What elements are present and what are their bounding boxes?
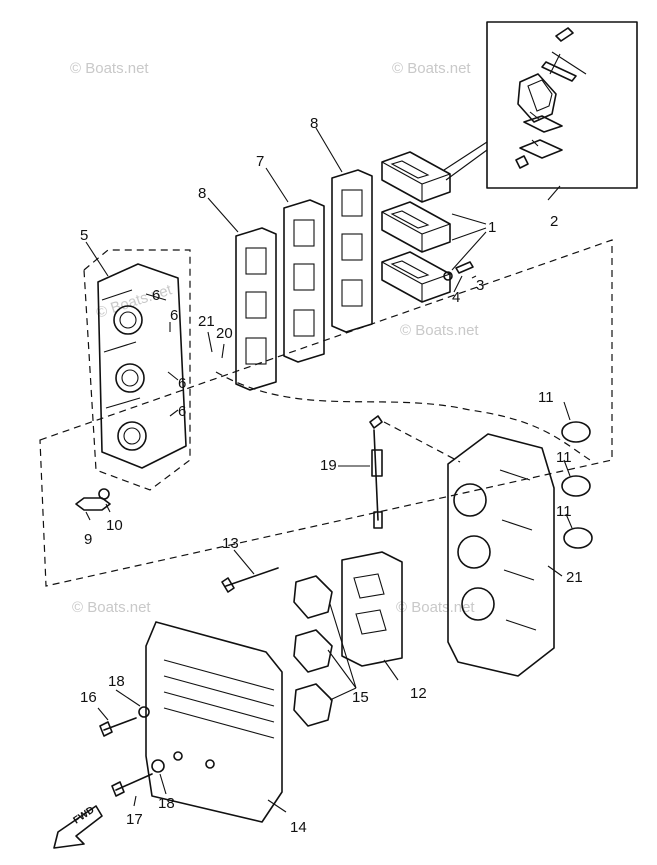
callout-11a: 11 bbox=[538, 389, 554, 406]
callout-18b: 18 bbox=[158, 795, 175, 812]
watermarks: © Boats.net © Boats.net © Boats.net © Bo… bbox=[70, 60, 479, 616]
callout-6d: 6 bbox=[178, 403, 186, 420]
callout-19: 19 bbox=[320, 457, 337, 474]
callout-7: 7 bbox=[256, 153, 264, 170]
callout-13: 13 bbox=[222, 535, 239, 552]
watermark: © Boats.net bbox=[72, 599, 151, 616]
callout-6a: 6 bbox=[152, 287, 160, 304]
exhaust-cover bbox=[145, 621, 283, 823]
screw-and-washer bbox=[443, 261, 474, 281]
callout-11b: 11 bbox=[556, 449, 572, 466]
leader-lines bbox=[85, 127, 573, 813]
exhaust-cover-plate bbox=[447, 433, 555, 677]
callout-12: 12 bbox=[410, 685, 427, 702]
o-rings bbox=[561, 421, 593, 549]
callout-11c: 11 bbox=[556, 503, 572, 520]
callout-8b: 8 bbox=[310, 115, 318, 132]
watermark: © Boats.net bbox=[400, 322, 479, 339]
callout-20: 20 bbox=[216, 325, 233, 342]
exhaust-gaskets bbox=[293, 575, 333, 727]
callout-21b: 21 bbox=[566, 569, 583, 586]
callout-15: 15 bbox=[352, 689, 369, 706]
callout-9: 9 bbox=[84, 531, 92, 548]
callout-4: 4 bbox=[452, 289, 460, 306]
callout-10: 10 bbox=[106, 517, 123, 534]
callout-21a: 21 bbox=[198, 313, 215, 330]
callouts: 1 2 3 4 5 6 6 6 6 7 8 8 9 10 11 11 11 12… bbox=[80, 115, 583, 836]
callout-17: 17 bbox=[126, 811, 143, 828]
gaskets bbox=[235, 169, 373, 391]
reed-valve-blocks bbox=[381, 151, 487, 303]
watermark: © Boats.net bbox=[392, 60, 471, 77]
callout-2: 2 bbox=[550, 213, 558, 230]
callout-8a: 8 bbox=[198, 185, 206, 202]
forward-arrow: FWD bbox=[53, 805, 103, 849]
callout-3: 3 bbox=[476, 277, 484, 294]
callout-16: 16 bbox=[80, 689, 97, 706]
intake-manifold bbox=[97, 263, 187, 469]
watermark: © Boats.net bbox=[70, 60, 149, 77]
callout-6c: 6 bbox=[178, 375, 186, 392]
reed-valve-detail-inset bbox=[486, 21, 638, 189]
callout-6b: 6 bbox=[170, 307, 178, 324]
callout-5: 5 bbox=[80, 227, 88, 244]
callout-18a: 18 bbox=[108, 673, 125, 690]
callout-14: 14 bbox=[290, 819, 307, 836]
watermark: © Boats.net bbox=[396, 599, 475, 616]
callout-1: 1 bbox=[488, 219, 496, 236]
